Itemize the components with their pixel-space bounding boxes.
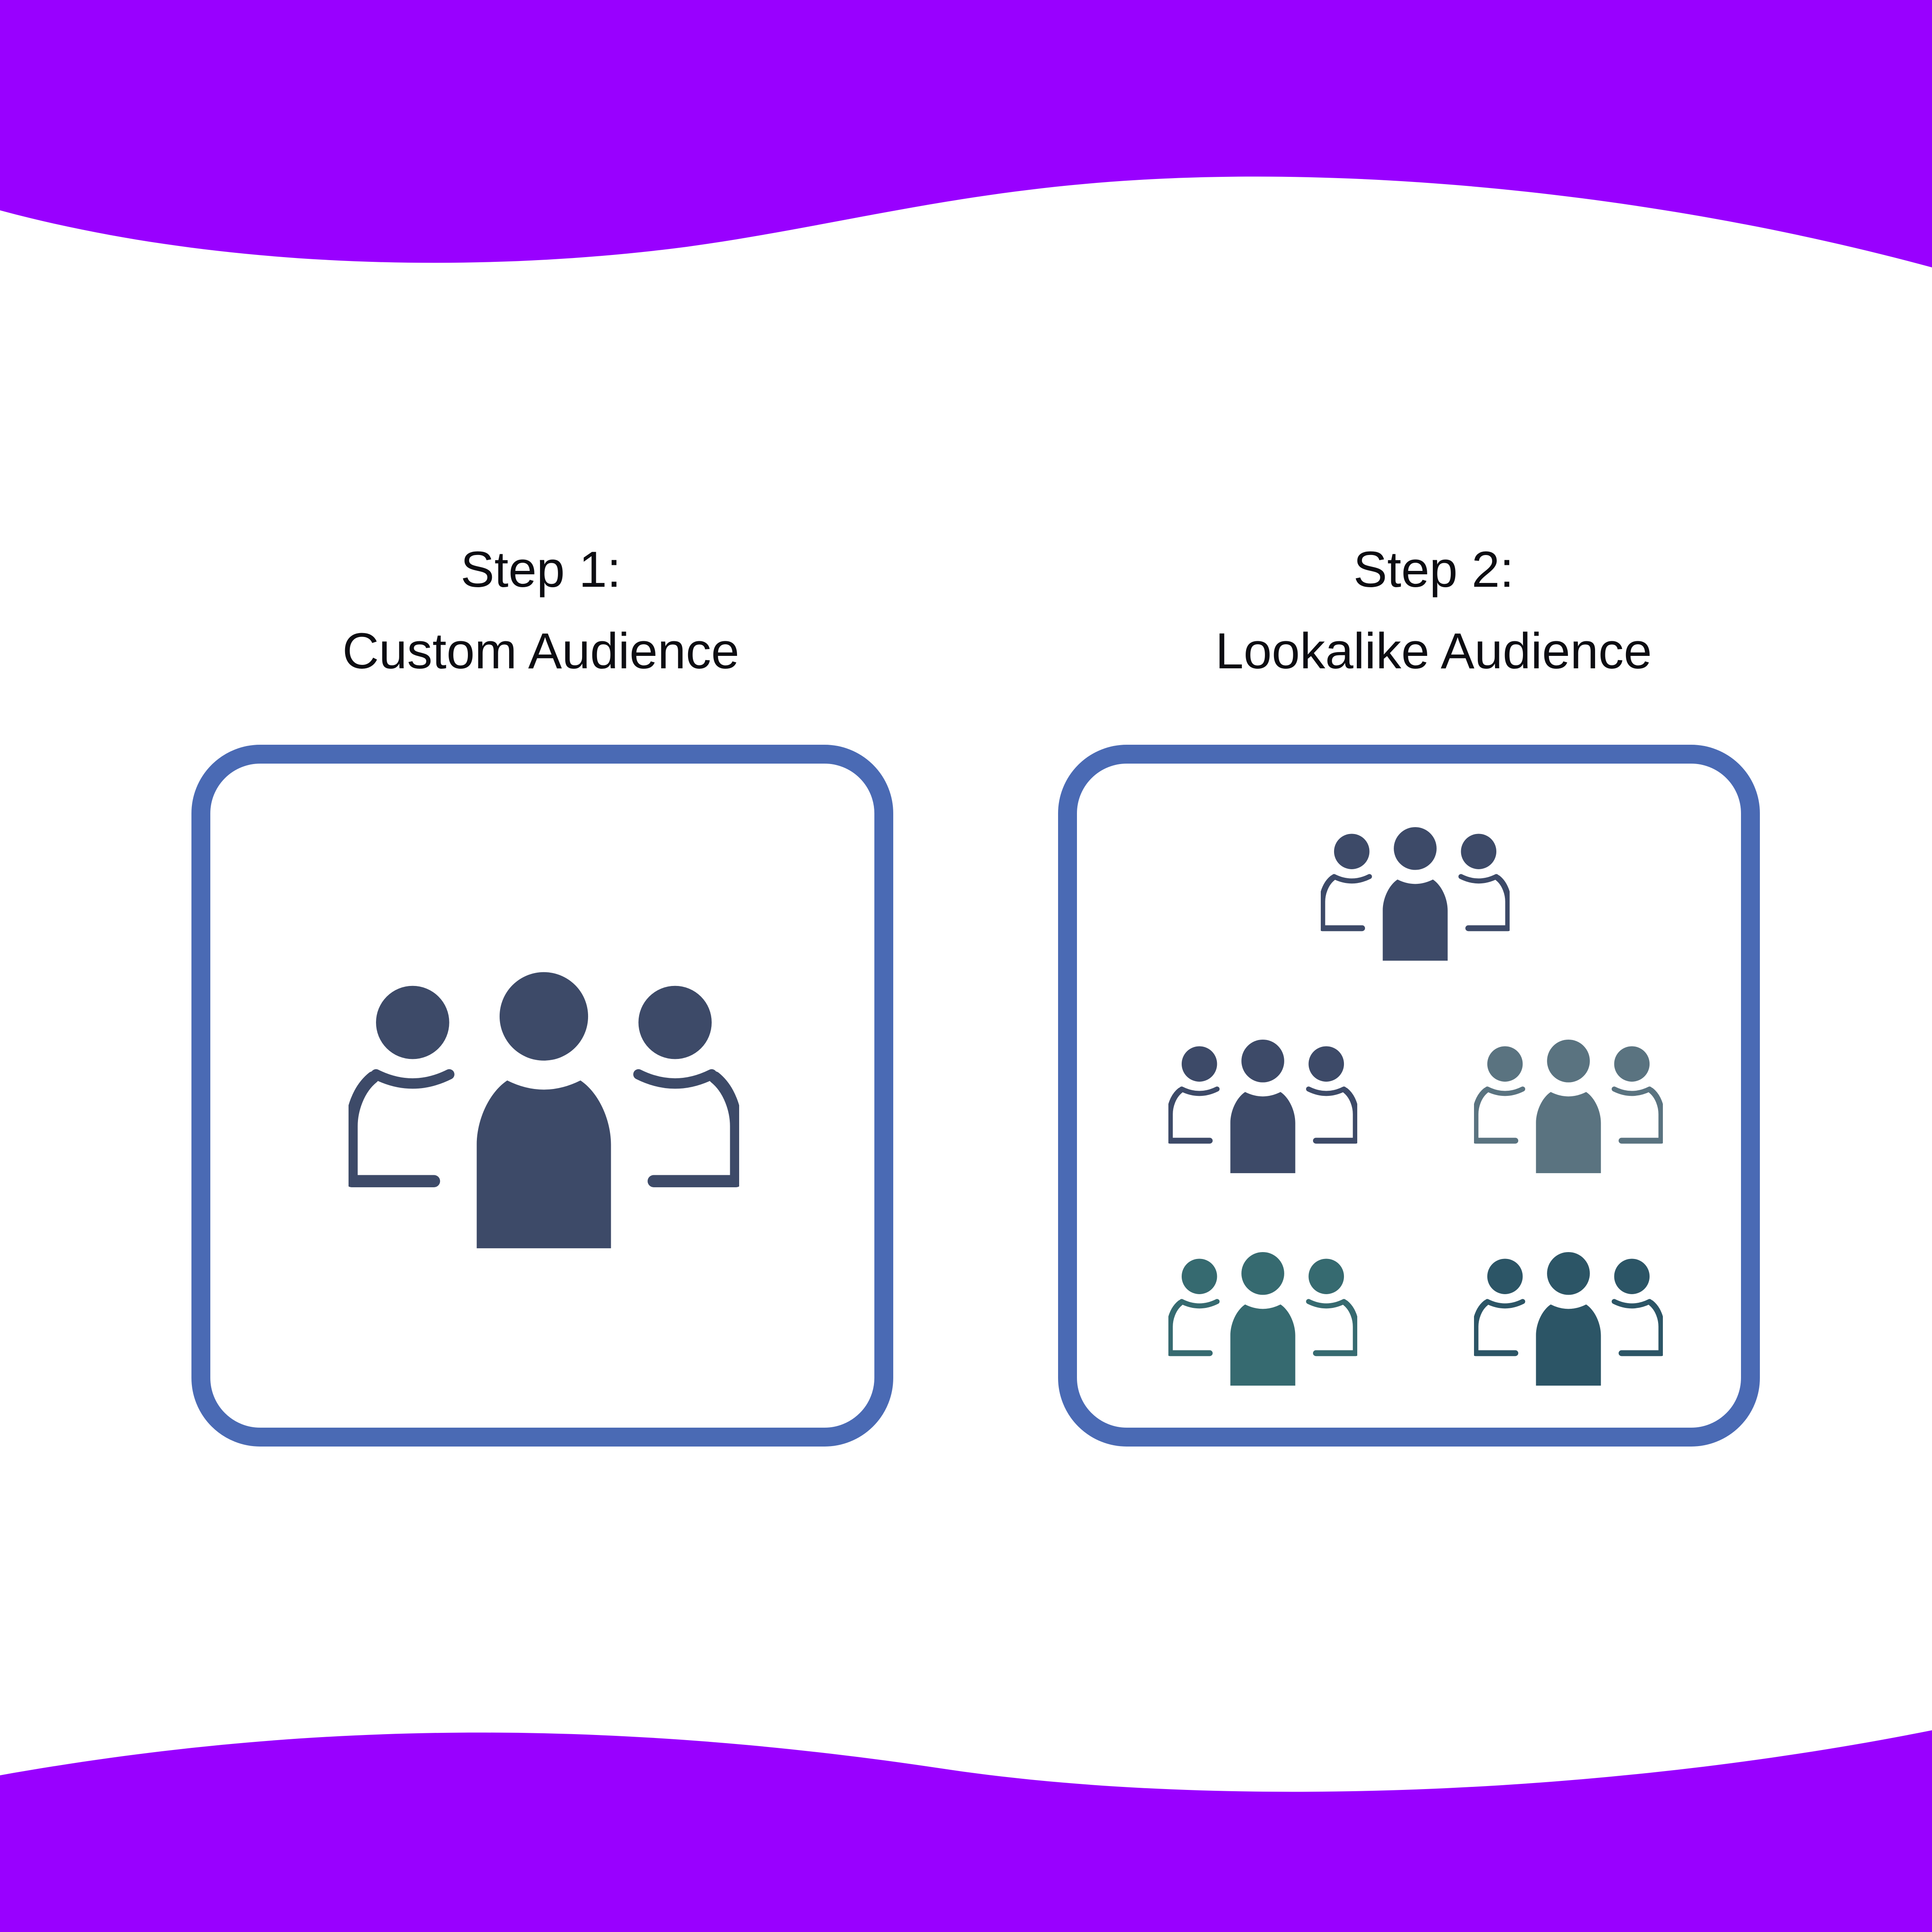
- people-group-svg: [1474, 1252, 1663, 1386]
- step-1-label: Step 1:: [461, 541, 621, 598]
- people-group-svg: [349, 972, 739, 1249]
- people-group-icon: [1168, 1034, 1357, 1174]
- bottom-wave-shape: [0, 1730, 1932, 1932]
- step-2-heading: Step 2: Lookalike Audience: [1155, 529, 1713, 692]
- people-group-icon: [1474, 1247, 1663, 1386]
- people-group-icon: [1474, 1034, 1663, 1174]
- step-1-heading: Step 1: Custom Audience: [262, 529, 820, 692]
- people-group-icon: [349, 961, 739, 1249]
- people-group-icon: [1168, 1247, 1357, 1386]
- custom-audience-label: Custom Audience: [342, 623, 740, 679]
- step-2-label: Step 2:: [1353, 541, 1514, 598]
- custom-audience-panel: [191, 745, 893, 1447]
- bottom-wave-banner: [0, 1730, 1932, 1932]
- top-wave-banner: [0, 0, 1932, 267]
- lookalike-audience-label: Lookalike Audience: [1215, 623, 1652, 679]
- people-group-svg: [1168, 1252, 1357, 1386]
- lookalike-audience-panel: [1058, 745, 1760, 1447]
- top-wave-shape: [0, 0, 1932, 267]
- people-group-svg: [1474, 1039, 1663, 1174]
- people-group-svg: [1321, 827, 1510, 961]
- people-group-svg: [1168, 1039, 1357, 1174]
- people-group-icon: [1321, 822, 1510, 961]
